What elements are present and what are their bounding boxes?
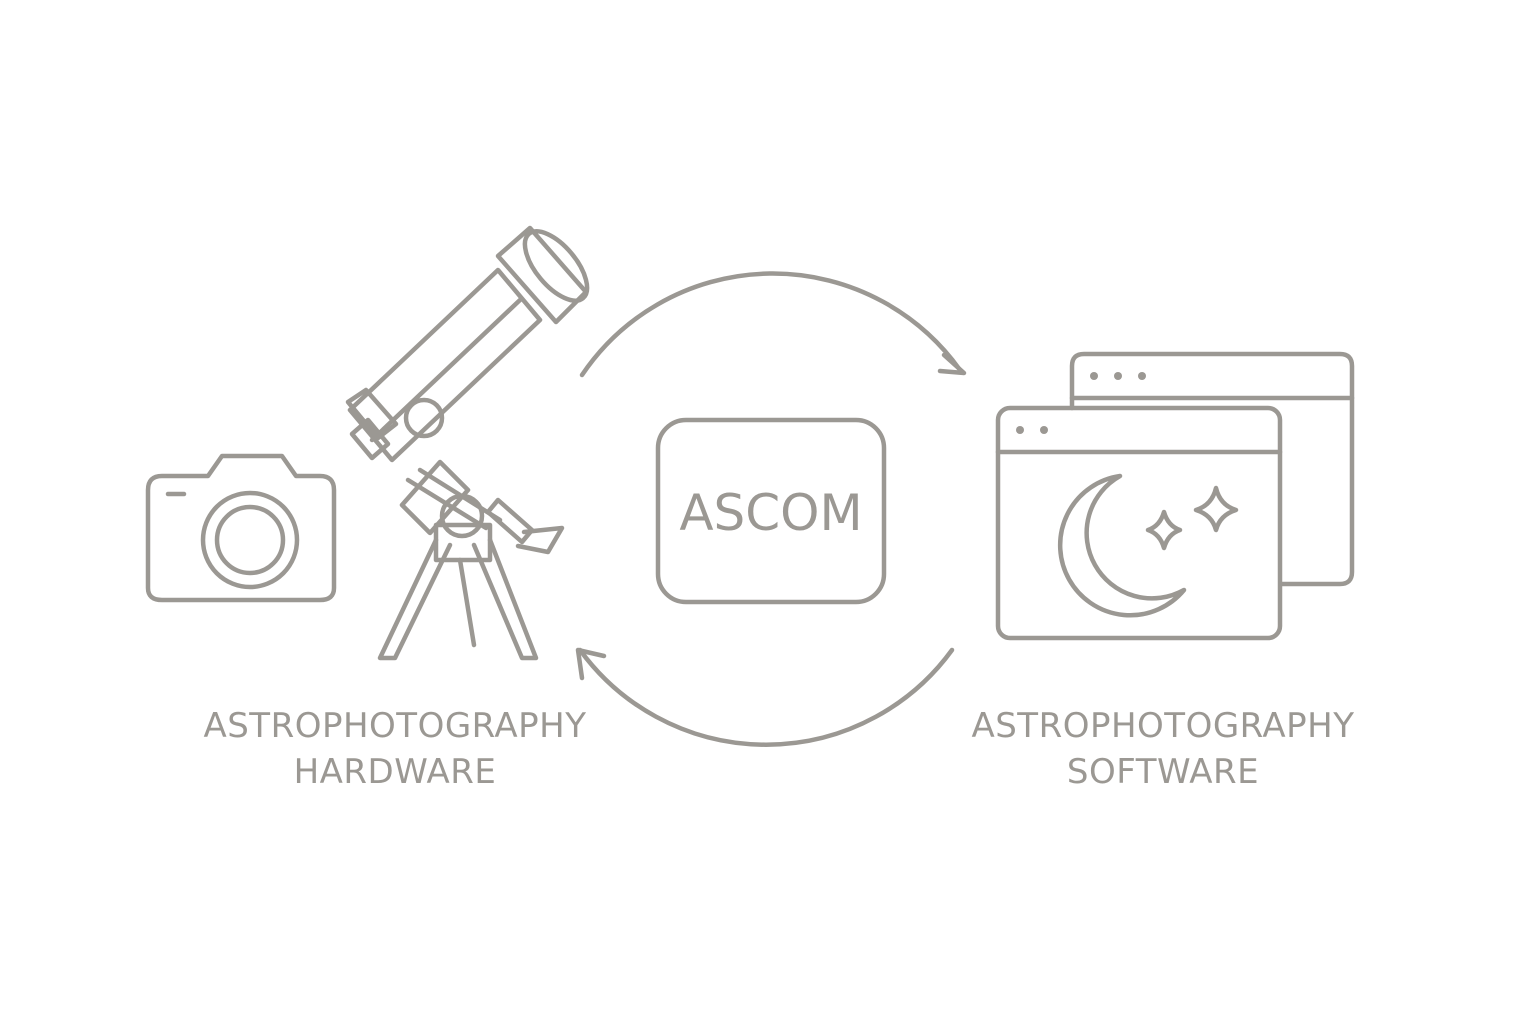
telescope-icon bbox=[345, 225, 590, 661]
software-to-hardware-arrow bbox=[575, 647, 955, 747]
ascom-label: ASCOM bbox=[679, 484, 862, 542]
window-dot bbox=[1040, 426, 1048, 434]
sparkle-icon bbox=[1145, 485, 1239, 551]
window-dot bbox=[1138, 372, 1146, 380]
window-dot bbox=[1114, 372, 1122, 380]
software-caption: ASTROPHOTOGRAPHY SOFTWARE bbox=[933, 703, 1393, 795]
window-dot bbox=[1016, 426, 1024, 434]
ascom-box bbox=[655, 417, 887, 605]
hardware-to-software-arrow bbox=[579, 271, 967, 378]
software-caption-line2: SOFTWARE bbox=[1066, 752, 1260, 792]
hardware-caption-line1: ASTROPHOTOGRAPHY bbox=[203, 706, 587, 746]
camera-icon bbox=[145, 453, 337, 603]
ascom-hub: ASCOM bbox=[655, 417, 887, 605]
hardware-caption: ASTROPHOTOGRAPHY HARDWARE bbox=[165, 703, 625, 795]
app-windows-icon bbox=[995, 351, 1355, 641]
moon-icon bbox=[1057, 473, 1187, 618]
hardware-caption-line2: HARDWARE bbox=[293, 752, 497, 792]
window-dot bbox=[1090, 372, 1098, 380]
software-caption-line1: ASTROPHOTOGRAPHY bbox=[971, 706, 1355, 746]
